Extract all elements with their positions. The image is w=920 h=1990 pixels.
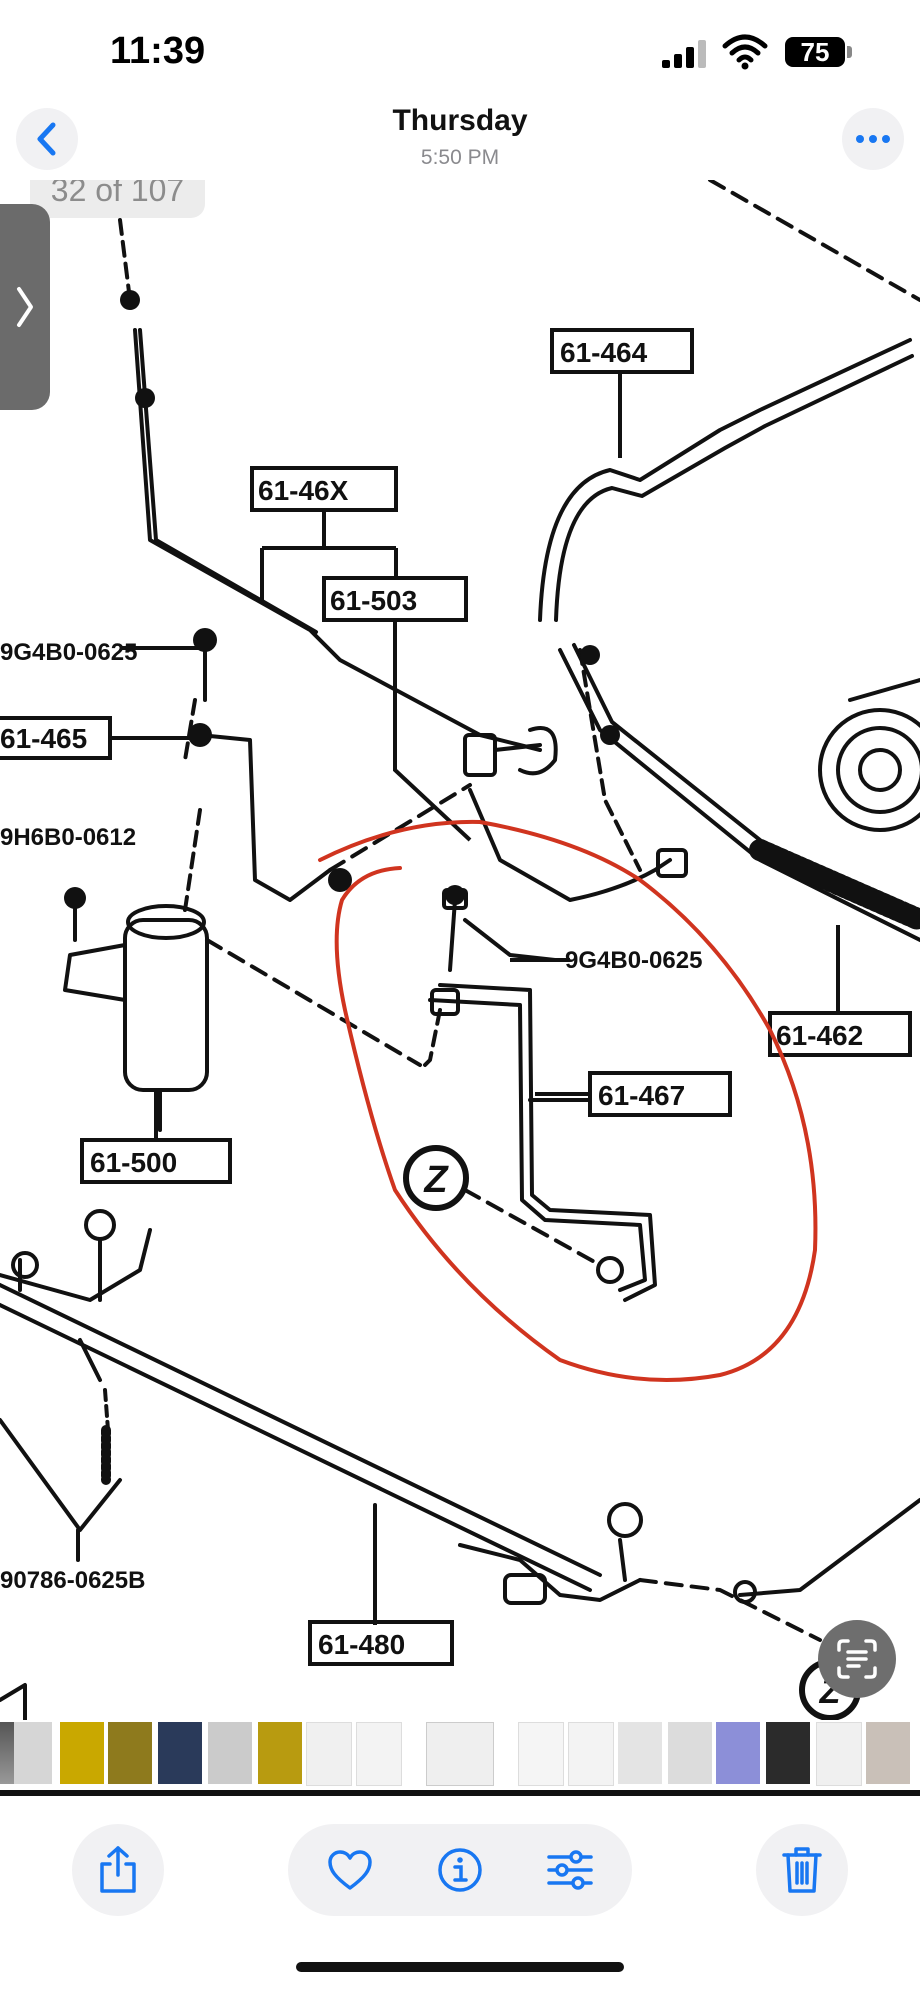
label-61-503: 61-503 bbox=[330, 585, 417, 616]
strip-divider bbox=[0, 1790, 920, 1796]
label-9g4b0-0625-a: 9G4B0-0625 bbox=[0, 639, 137, 666]
red-annotation-circle bbox=[318, 819, 818, 1382]
photo-viewer[interactable]: 61-464 61-46X 61-503 9G4B0-0625 61-465 9… bbox=[0, 180, 920, 1720]
thumbnail[interactable] bbox=[356, 1722, 402, 1786]
thumbnail[interactable] bbox=[14, 1722, 52, 1784]
thumbnail[interactable] bbox=[668, 1722, 712, 1784]
photo-date-title: Thursday bbox=[392, 104, 528, 137]
info-button[interactable] bbox=[414, 1824, 506, 1916]
label-61-462: 61-462 bbox=[776, 1020, 863, 1051]
info-icon bbox=[438, 1848, 482, 1892]
label-9g4b0-0625-b: 9G4B0-0625 bbox=[565, 947, 702, 974]
live-text-icon bbox=[837, 1639, 877, 1679]
parts-diagram: 61-464 61-46X 61-503 9G4B0-0625 61-465 9… bbox=[0, 180, 920, 1720]
thumbnail[interactable] bbox=[108, 1722, 152, 1784]
ellipsis-icon bbox=[856, 135, 890, 143]
thumbnail[interactable] bbox=[816, 1722, 862, 1786]
thumbnail[interactable] bbox=[258, 1722, 302, 1784]
photo-time-subtitle: 5:50 PM bbox=[420, 146, 500, 169]
heart-icon bbox=[328, 1850, 372, 1890]
thumbnail[interactable] bbox=[306, 1722, 352, 1786]
label-9h6b0-0612: 9H6B0-0612 bbox=[0, 824, 136, 851]
thumbnail[interactable] bbox=[518, 1722, 564, 1786]
svg-text:Z: Z bbox=[423, 1159, 449, 1201]
thumbnail[interactable] bbox=[766, 1722, 810, 1784]
status-time: 11:39 bbox=[110, 30, 206, 72]
back-button[interactable] bbox=[16, 108, 78, 170]
status-bar: 11:39 75 bbox=[0, 0, 920, 100]
action-group bbox=[288, 1824, 632, 1916]
side-panel-handle[interactable] bbox=[0, 204, 50, 410]
label-61-480: 61-480 bbox=[318, 1629, 405, 1660]
thumbnail[interactable] bbox=[618, 1722, 662, 1784]
adjust-button[interactable] bbox=[524, 1824, 616, 1916]
nav-bar bbox=[0, 100, 920, 180]
share-icon bbox=[100, 1846, 136, 1893]
home-indicator[interactable] bbox=[296, 1962, 624, 1972]
cellular-signal-icon bbox=[662, 40, 708, 68]
label-61-464: 61-464 bbox=[560, 337, 648, 368]
label-61-500: 61-500 bbox=[90, 1147, 177, 1178]
label-61-46x: 61-46X bbox=[258, 475, 349, 506]
sliders-icon bbox=[547, 1850, 593, 1890]
thumbnail[interactable] bbox=[716, 1722, 760, 1784]
label-61-465: 61-465 bbox=[0, 723, 87, 754]
z-marker: Z bbox=[403, 1145, 469, 1211]
battery-level: 75 bbox=[785, 37, 845, 67]
label-90786-0625b: 90786-0625B bbox=[0, 1567, 145, 1594]
thumbnail[interactable] bbox=[208, 1722, 252, 1784]
thumbnail[interactable] bbox=[158, 1722, 202, 1784]
share-button[interactable] bbox=[72, 1824, 164, 1916]
trash-icon bbox=[782, 1847, 822, 1893]
wifi-icon bbox=[722, 34, 768, 70]
thumbnail[interactable] bbox=[568, 1722, 614, 1786]
thumbnail[interactable] bbox=[426, 1722, 494, 1786]
chevron-right-icon bbox=[17, 287, 33, 327]
label-61-467: 61-467 bbox=[598, 1080, 685, 1111]
thumbnail[interactable] bbox=[866, 1722, 910, 1784]
photo-counter: 32 of 107 bbox=[30, 180, 205, 218]
chevron-left-icon bbox=[37, 122, 56, 156]
delete-button[interactable] bbox=[756, 1824, 848, 1916]
more-button[interactable] bbox=[842, 108, 904, 170]
live-text-button[interactable] bbox=[818, 1620, 896, 1698]
thumbnail[interactable] bbox=[60, 1722, 104, 1784]
battery-cap bbox=[847, 46, 852, 58]
favorite-button[interactable] bbox=[304, 1824, 396, 1916]
